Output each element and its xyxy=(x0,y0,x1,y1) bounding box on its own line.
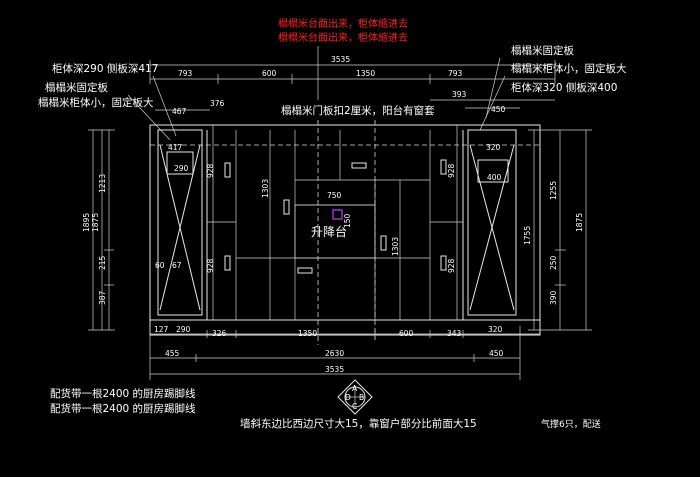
dim-150: 150 xyxy=(343,213,352,228)
dim-450-top: 450 xyxy=(491,105,506,114)
dashed-centerlines xyxy=(150,120,540,345)
bottom-dim-lines xyxy=(149,326,540,380)
leader-lines xyxy=(127,46,506,141)
dim-top-793b: 793 xyxy=(448,69,463,78)
dim-400: 400 xyxy=(487,173,502,182)
left-x-brace xyxy=(159,144,201,311)
dim-60: 60 xyxy=(155,261,165,270)
dim-b1350: 1350 xyxy=(298,329,317,338)
dim-928-b: 928 xyxy=(206,258,215,273)
dim-67: 67 xyxy=(172,261,182,270)
dim-top-793a: 793 xyxy=(178,69,193,78)
dim-290-left: 290 xyxy=(174,164,189,173)
dim-b290: 290 xyxy=(176,325,191,334)
dim-390: 390 xyxy=(549,290,558,305)
compass-d: D xyxy=(345,393,351,402)
compass-marker xyxy=(337,379,373,415)
dim-928-c: 928 xyxy=(447,163,456,178)
dim-250: 250 xyxy=(549,255,558,270)
left-note-depth: 柜体深290 侧板深417 xyxy=(52,62,158,75)
dim-320: 320 xyxy=(486,143,501,152)
bottom-note-3: 墙斜东边比西边尺寸大15，靠窗户部分比前面大15 xyxy=(240,417,477,430)
dim-b326: 326 xyxy=(212,329,227,338)
dim-417: 417 xyxy=(168,143,183,152)
dim-b455: 455 xyxy=(165,349,180,358)
cabinet-outline xyxy=(149,124,541,336)
bottom-note-1: 配货带一根2400 的厨房踢脚线 xyxy=(50,387,196,400)
dim-1303-b: 1303 xyxy=(391,237,400,256)
door-handles xyxy=(224,159,447,274)
compass-b: B xyxy=(359,393,364,402)
dim-top-1350: 1350 xyxy=(356,69,375,78)
dim-top-total: 3535 xyxy=(331,55,350,64)
dim-b320: 320 xyxy=(488,325,503,334)
dim-393: 393 xyxy=(452,90,467,99)
dim-top-600: 600 xyxy=(262,69,277,78)
dim-1755: 1755 xyxy=(523,226,532,245)
dim-1255: 1255 xyxy=(549,181,558,200)
dim-b2630: 2630 xyxy=(325,349,344,358)
red-note-1: 榻榻米台面出来，柜体缩进去 xyxy=(278,17,408,30)
dim-1875-right: 1875 xyxy=(575,213,584,232)
dim-b3535: 3535 xyxy=(325,365,344,374)
center-note-door: 榻榻米门板扣2厘米，阳台有窗套 xyxy=(281,104,435,117)
left-note-size: 榻榻米柜体小，固定板大 xyxy=(38,96,154,109)
right-x-brace xyxy=(469,144,515,311)
right-note-size: 榻榻米柜体小，固定板大 xyxy=(511,62,627,75)
dim-928-d: 928 xyxy=(447,258,456,273)
dim-1895: 1895 xyxy=(82,213,91,232)
dim-376: 376 xyxy=(210,99,225,108)
right-note-board: 榻榻米固定板 xyxy=(511,44,574,57)
right-note-depth: 柜体深320 侧板深400 xyxy=(511,81,617,94)
cabinet-inner-lines xyxy=(207,125,463,320)
side-dim-lines xyxy=(88,129,592,331)
dim-215: 215 xyxy=(98,255,107,270)
lift-marker xyxy=(332,209,343,220)
dim-b343: 343 xyxy=(447,329,462,338)
dim-b127: 127 xyxy=(154,325,169,334)
dim-928-a: 928 xyxy=(206,163,215,178)
dim-1213: 1213 xyxy=(98,174,107,193)
bottom-note-4: 气撑6只，配送 xyxy=(541,418,601,430)
dim-b450: 450 xyxy=(489,349,504,358)
bottom-note-2: 配货带一根2400 的厨房踢脚线 xyxy=(50,402,196,415)
compass-a: A xyxy=(352,384,358,393)
dim-b600: 600 xyxy=(399,329,414,338)
dim-467: 467 xyxy=(172,107,187,116)
dim-1303-a: 1303 xyxy=(261,179,270,198)
red-note-2: 榻榻米台面出来，柜体缩进去 xyxy=(278,31,408,44)
top-dim-lines xyxy=(149,60,556,111)
dim-387: 387 xyxy=(98,290,107,305)
lift-label: 升降台 xyxy=(311,224,347,239)
dim-1875: 1875 xyxy=(91,213,100,232)
left-note-board: 榻榻米固定板 xyxy=(45,81,108,94)
compass-c: C xyxy=(352,402,357,411)
dim-750: 750 xyxy=(327,191,342,200)
